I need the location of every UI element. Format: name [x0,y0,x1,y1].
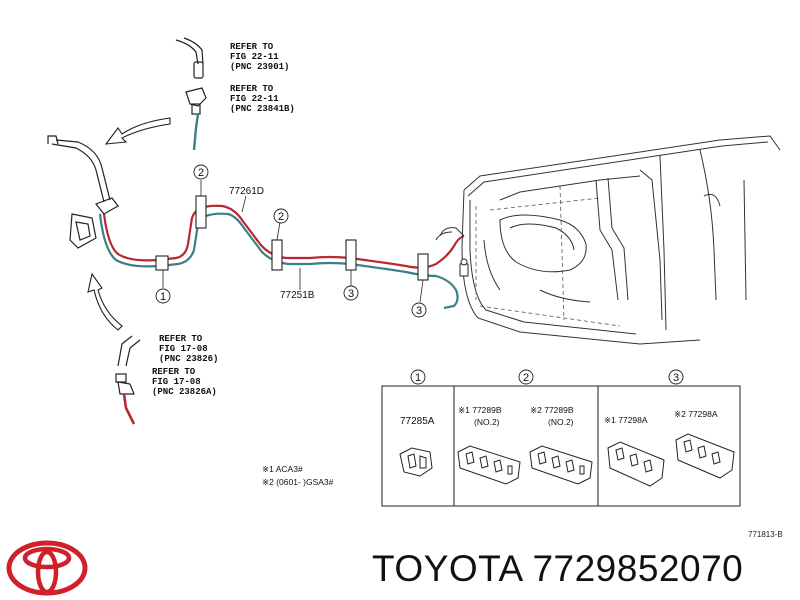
toyota-logo-icon [6,540,88,596]
curved-arrow-bottom-icon [87,272,123,331]
svg-text:77285A: 77285A [400,416,435,427]
table-header-2: 2 [523,372,529,384]
part-label-77285A: 77285A [400,416,435,427]
callout-3-mid: 3 [348,288,354,300]
lower-red-pipe-stub [122,393,136,425]
svg-text:(NO.2): (NO.2) [474,417,500,427]
svg-text:FIG 17-08: FIG 17-08 [159,344,208,354]
svg-text:※2 (0601- )GSA3#: ※2 (0601- )GSA3# [262,477,334,487]
tank-dashed-lines [475,185,621,327]
svg-text:2: 2 [523,372,529,384]
svg-text:FIG 22-11: FIG 22-11 [230,52,279,62]
curved-arrow-top-icon [104,117,171,145]
callout-1-left: 1 [160,291,166,303]
svg-text:3: 3 [416,305,422,317]
svg-text:※1 77289B: ※1 77289B [458,405,502,415]
ref4-line1: REFER TO [152,367,196,377]
fuel-tank-drawing [435,135,781,345]
part-label-77298A-2: ※2 77298A [674,409,718,419]
svg-text:77261D: 77261D [229,186,264,197]
ref2-line2: FIG 22-11 [230,94,279,104]
svg-text:2: 2 [198,167,204,179]
ref2-line3: (PNC 23841B) [230,104,295,114]
part-label-77298A-1: ※1 77298A [604,415,648,425]
callout-circles [155,164,427,318]
callout-2-top: 2 [198,167,204,179]
svg-text:※1 ACA3#: ※1 ACA3# [262,464,303,474]
svg-text:※1 77298A: ※1 77298A [604,415,648,425]
tank-small-fitting [459,258,469,277]
table-header-3: 3 [673,372,679,384]
no2-label-1: (NO.2) [474,417,500,427]
ref3-line2: FIG 17-08 [159,344,208,354]
part-label-77261D: 77261D [229,186,264,197]
ref3-line1: REFER TO [159,334,203,344]
svg-text:REFER TO: REFER TO [230,42,274,52]
ref4-line2: FIG 17-08 [152,377,201,387]
svg-text:77251B: 77251B [280,290,315,301]
svg-text:3: 3 [348,288,354,300]
svg-text:3: 3 [673,372,679,384]
part-label-77251B: 77251B [280,290,315,301]
left-fitting-drawing [47,135,119,249]
note-2: ※2 (0601- )GSA3# [262,477,334,487]
svg-text:2: 2 [278,211,284,223]
ref1-line3: (PNC 23901) [230,62,289,72]
drawing-code: 771813-B [748,530,783,539]
svg-text:(PNC 23826A): (PNC 23826A) [152,387,217,397]
svg-text:(PNC 23901): (PNC 23901) [230,62,289,72]
upper-teal-pipe-stub [192,113,200,151]
svg-text:FIG 22-11: FIG 22-11 [230,94,279,104]
ref3-line3: (PNC 23826) [159,354,218,364]
svg-text:※2 77298A: ※2 77298A [674,409,718,419]
svg-text:FIG 17-08: FIG 17-08 [152,377,201,387]
no2-label-2: (NO.2) [548,417,574,427]
svg-text:※2 77289B: ※2 77289B [530,405,574,415]
brand-part-number: TOYOTA 7729852070 [372,548,744,589]
upper-connector-drawing [175,37,207,115]
ref4-line3: (PNC 23826A) [152,387,217,397]
clamp-table-frame [381,385,741,507]
svg-text:1: 1 [160,291,166,303]
callout-2-mid: 2 [278,211,284,223]
note-1: ※1 ACA3# [262,464,303,474]
ref1-line2: FIG 22-11 [230,52,279,62]
svg-text:(PNC 23826): (PNC 23826) [159,354,218,364]
callout-leaders [162,180,424,303]
svg-text:(PNC 23841B): (PNC 23841B) [230,104,295,114]
svg-text:REFER TO: REFER TO [230,84,274,94]
part-label-77289B-2: ※2 77289B [530,405,574,415]
callout-3-right: 3 [416,305,422,317]
svg-text:REFER TO: REFER TO [159,334,203,344]
clamp-drawings [399,433,735,487]
lower-connector-drawing [115,335,141,395]
svg-text:REFER TO: REFER TO [152,367,196,377]
part-label-77289B-1: ※1 77289B [458,405,502,415]
clamp-table-header-circles [410,369,684,385]
svg-text:1: 1 [415,372,421,384]
ref2-line1: REFER TO [230,84,274,94]
svg-text:(NO.2): (NO.2) [548,417,574,427]
ref1-line1: REFER TO [230,42,274,52]
table-header-1: 1 [415,372,421,384]
